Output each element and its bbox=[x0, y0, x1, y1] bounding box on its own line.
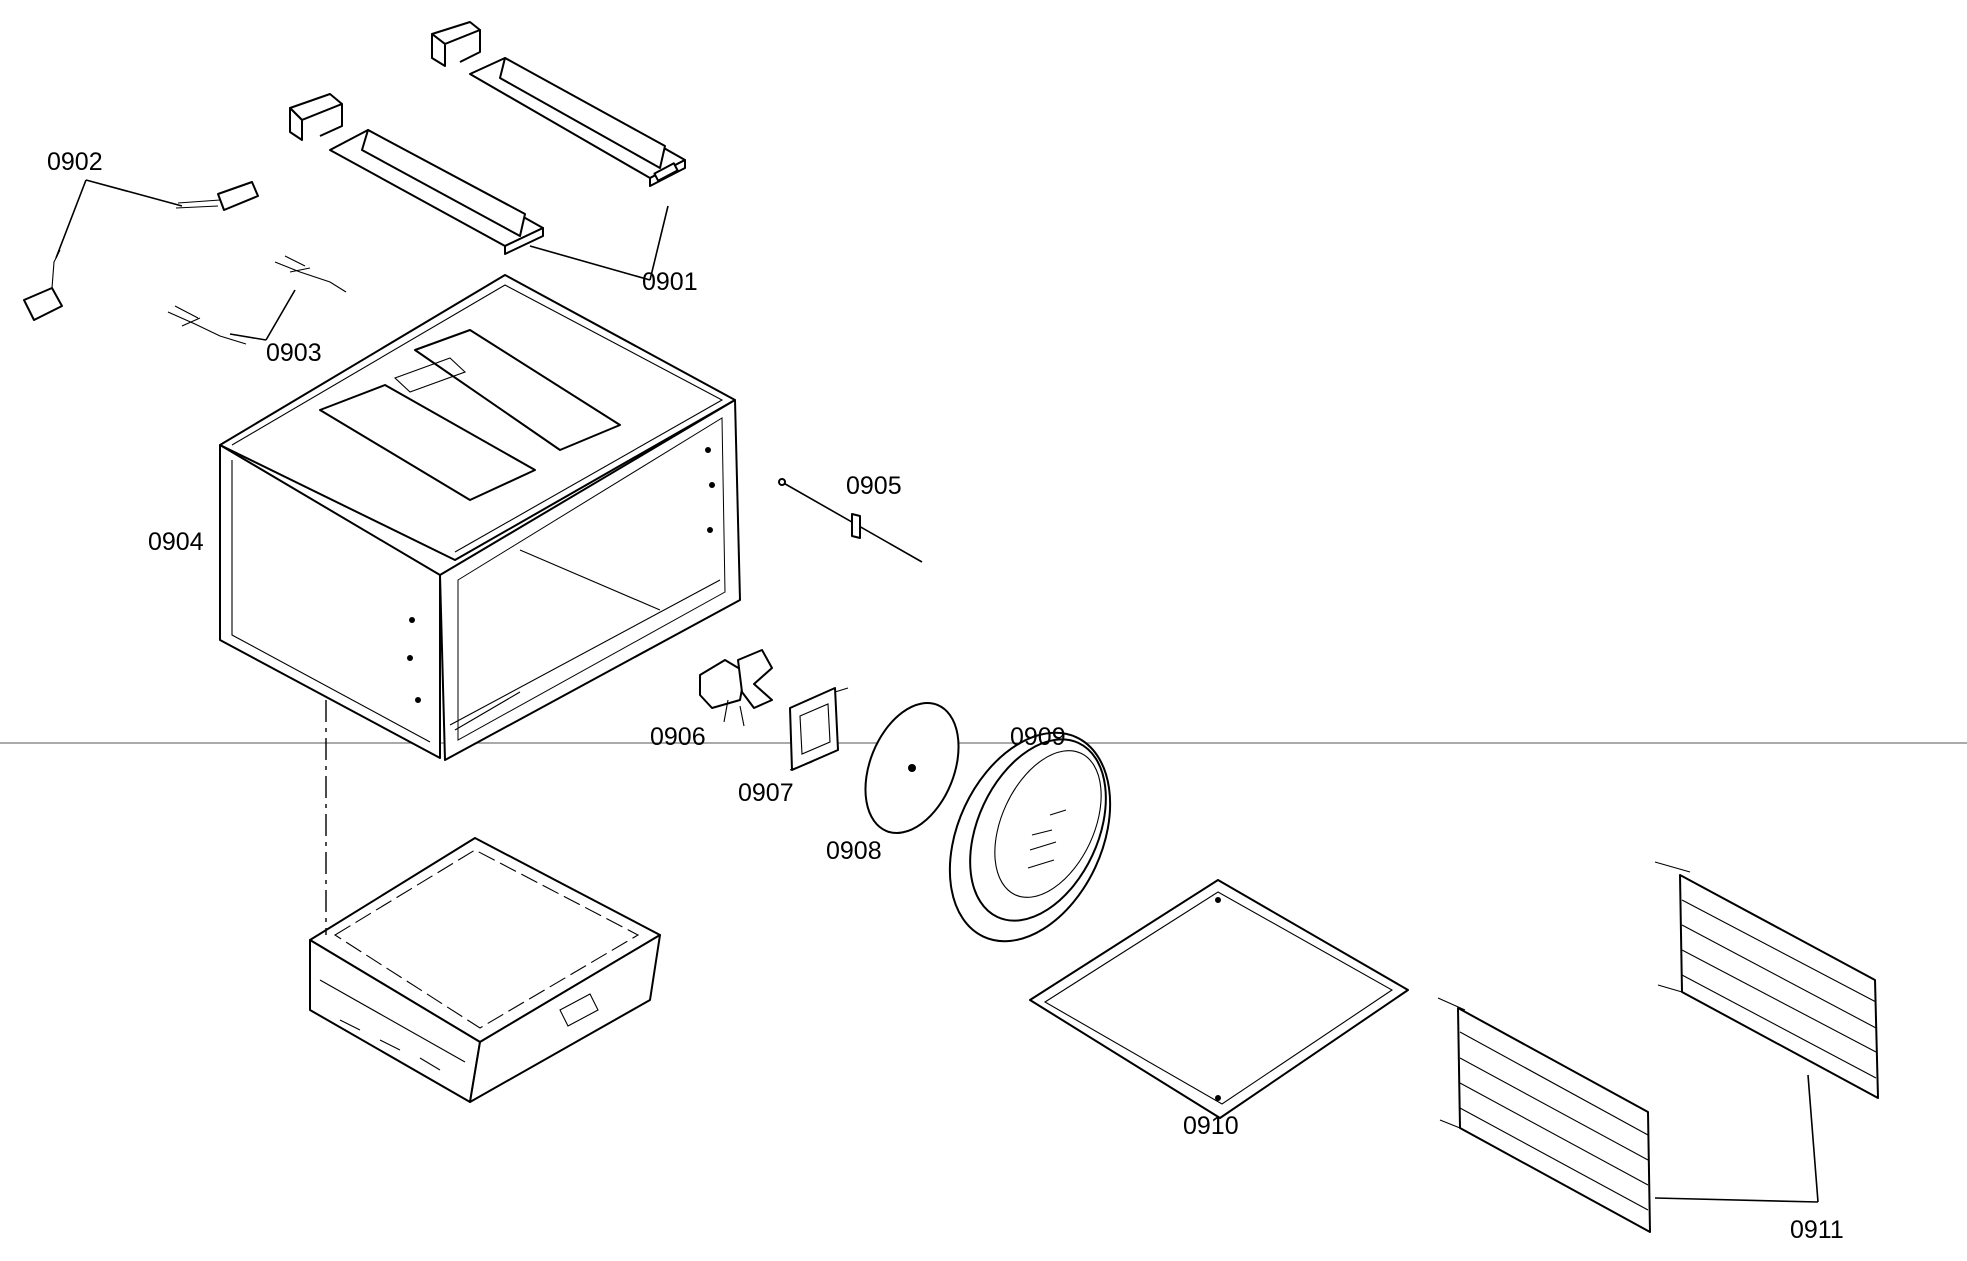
label-0911: 0911 bbox=[1790, 1216, 1844, 1244]
bottom-tray bbox=[309, 837, 661, 1103]
label-0904: 0904 bbox=[148, 528, 204, 556]
label-0905: 0905 bbox=[846, 472, 902, 500]
fan-motor bbox=[699, 649, 773, 727]
heating-element-rear bbox=[431, 21, 686, 187]
label-0909: 0909 bbox=[1010, 723, 1066, 751]
bottom-panel bbox=[1029, 879, 1409, 1119]
convection-cover bbox=[948, 731, 1112, 943]
fan-plate bbox=[789, 687, 849, 771]
label-0910: 0910 bbox=[1183, 1112, 1239, 1140]
wire-connectors bbox=[167, 255, 347, 345]
label-0902: 0902 bbox=[47, 148, 103, 176]
rack-front bbox=[1437, 997, 1651, 1233]
label-0901: 0901 bbox=[642, 268, 698, 296]
label-0907: 0907 bbox=[738, 779, 794, 807]
heating-element-front bbox=[289, 93, 544, 255]
rack-rear bbox=[1654, 861, 1879, 1099]
leader-lines bbox=[55, 179, 1819, 1203]
sensor-pair bbox=[23, 181, 259, 321]
label-0903: 0903 bbox=[266, 339, 322, 367]
label-0906: 0906 bbox=[650, 723, 706, 751]
label-0908: 0908 bbox=[826, 837, 882, 865]
probe-rod bbox=[778, 478, 923, 563]
oven-cavity bbox=[219, 274, 741, 761]
